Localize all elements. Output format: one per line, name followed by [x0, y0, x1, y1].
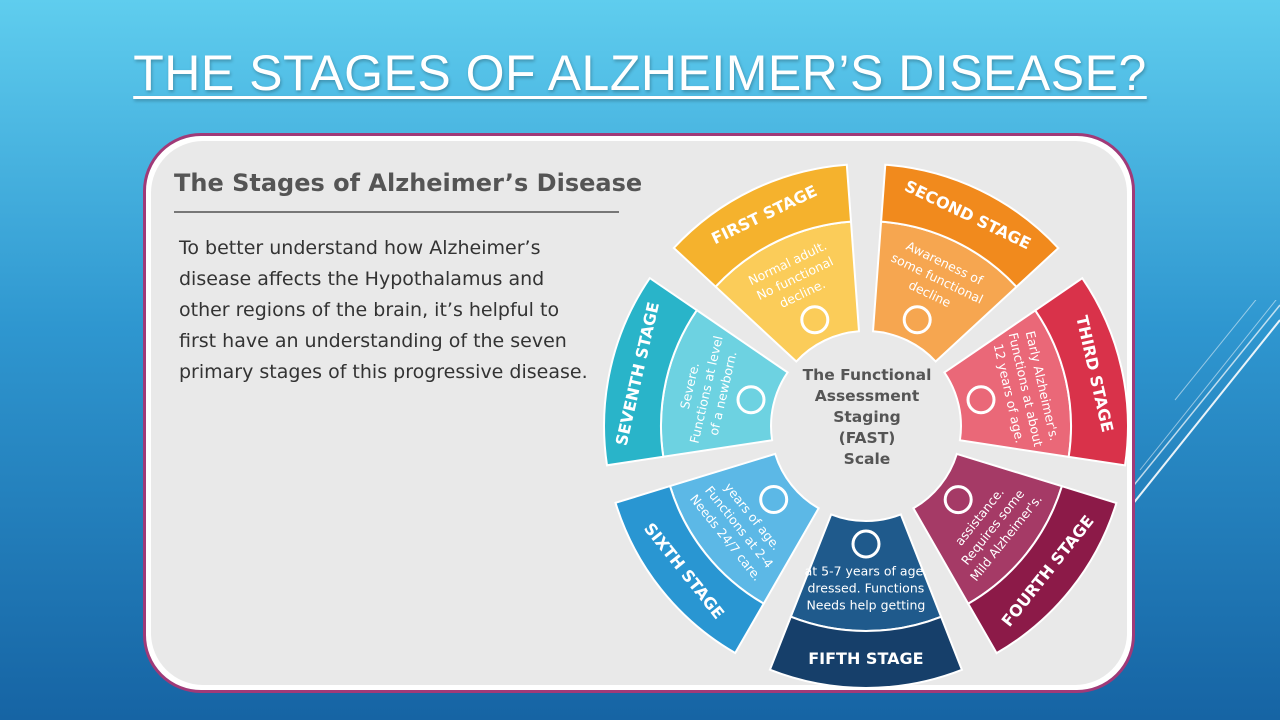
center-label-line: Assessment	[815, 387, 920, 405]
stethoscope-icon	[759, 485, 789, 514]
slide-title: THE STAGES OF ALZHEIMER’S DISEASE?	[133, 45, 1147, 101]
shirt-icon	[851, 529, 881, 559]
center-label-line: (FAST)	[839, 429, 896, 447]
stage-outer-band	[614, 484, 766, 655]
thought-bubble-icon	[966, 385, 996, 415]
stage-outer-band	[966, 484, 1118, 655]
stage-outer-band	[672, 163, 853, 289]
center-label-line: Scale	[844, 450, 891, 468]
hand-icon	[943, 485, 973, 515]
stage-outer-band	[1033, 276, 1129, 467]
center-label: The Functional Assessment Staging (FAST)…	[803, 366, 932, 468]
infographic-frame: The Stages of Alzheimer’s Disease To bet…	[143, 133, 1135, 693]
stage-name: FIFTH STAGE	[808, 649, 923, 668]
decorative-lines	[1120, 300, 1280, 521]
stage-description-line: Needs help getting	[806, 598, 925, 613]
lightbulb-icon	[902, 305, 932, 335]
stage-description-line: at 5-7 years of age.	[805, 564, 928, 579]
stage-outer-band	[603, 276, 699, 467]
stage-petal: FIFTH STAGE Needs help getting dressed. Fu…	[768, 513, 964, 689]
infographic-panel: The Stages of Alzheimer’s Disease To bet…	[151, 141, 1129, 689]
panel-title: The Stages of Alzheimer’s Disease	[174, 169, 643, 197]
center-label-line: The Functional	[803, 366, 932, 384]
stage-outer-band	[880, 163, 1060, 289]
wheelchair-icon	[736, 385, 766, 415]
stage-description-line: dressed. Functions	[808, 581, 925, 596]
title-divider	[174, 211, 619, 213]
intro-paragraph: To better understand how Alzheimer’s dis…	[179, 237, 588, 383]
puzzle-icon	[800, 305, 830, 335]
center-label-line: Staging	[833, 408, 901, 426]
stage-outer-band	[768, 615, 964, 689]
